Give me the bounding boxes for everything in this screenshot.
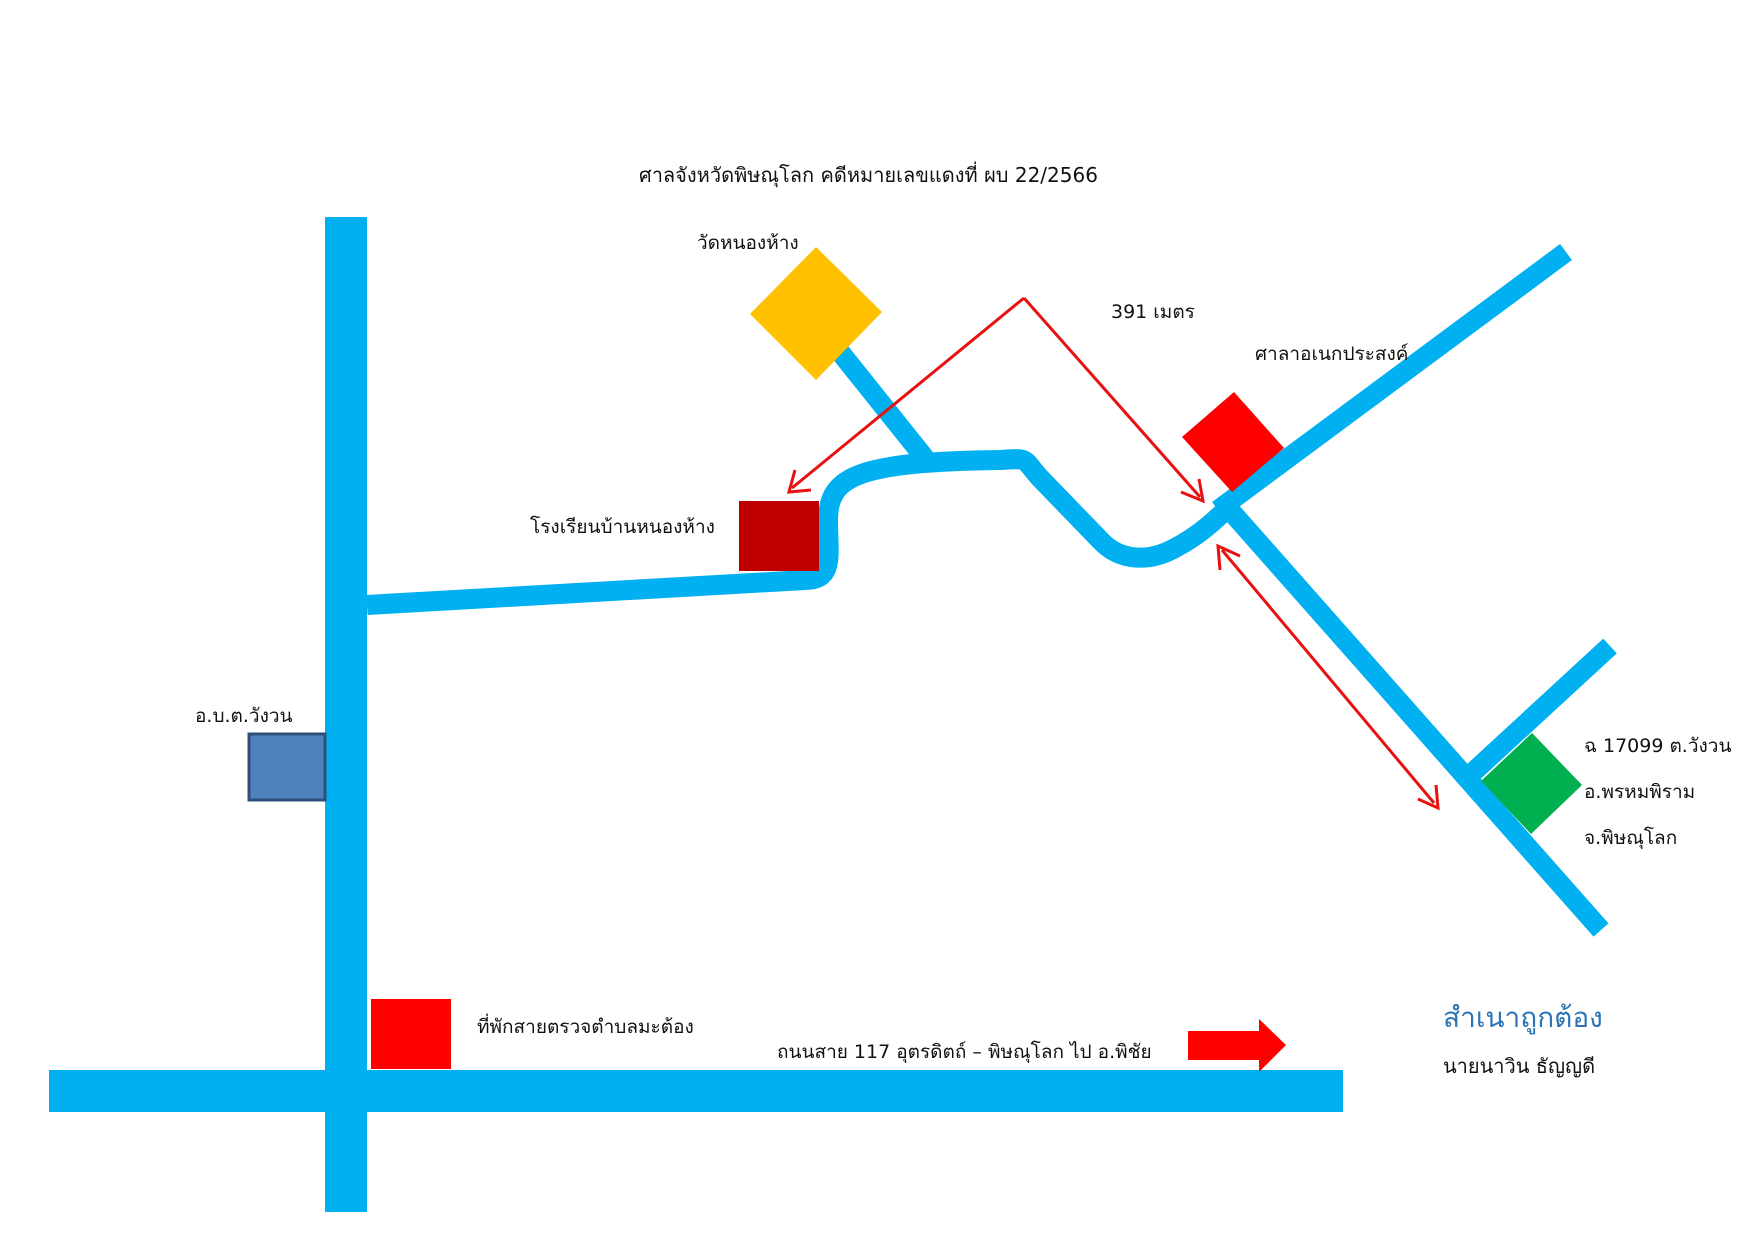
- roads: [49, 217, 1617, 1212]
- temple-marker: [750, 247, 882, 380]
- arrow-head-school: [786, 469, 812, 494]
- certified-copy-text: สำเนาถูกต้อง: [1443, 1001, 1603, 1034]
- road-to-temple: [832, 345, 936, 469]
- label-deed-line-3: จ.พิษณุโลก: [1584, 827, 1678, 849]
- arrow-double-along-road: [1220, 549, 1436, 804]
- distance-arrows: [786, 296, 1440, 811]
- pavilion-marker: [1182, 392, 1284, 492]
- property-marker: [1481, 733, 1582, 834]
- label-temple: วัดหนองห้าง: [697, 232, 799, 254]
- direction-arrow-icon: [1188, 1019, 1286, 1072]
- label-distance: 391 เมตร: [1111, 301, 1195, 323]
- label-pavilion: ศาลาอเนกประสงค์: [1255, 343, 1409, 365]
- label-highway: ถนนสาย 117 อุตรดิตถ์ – พิษณุโลก ไป อ.พิช…: [777, 1041, 1152, 1063]
- label-deed-line-2: อ.พรหมพิราม: [1584, 781, 1696, 803]
- obt-office-marker: [247, 732, 327, 802]
- arrow-to-pavilion: [1022, 297, 1202, 498]
- road-property-branch: [1463, 638, 1617, 783]
- school-marker: [739, 501, 819, 571]
- map-title: ศาลจังหวัดพิษณุโลก คดีหมายเลขแดงที่ ผบ 2…: [639, 163, 1098, 187]
- arrow-head-double-start: [1216, 543, 1241, 571]
- road-village: [366, 449, 1235, 615]
- label-obt: อ.บ.ต.วังวน: [195, 705, 293, 727]
- label-school: โรงเรียนบ้านหนองห้าง: [530, 516, 715, 538]
- checkpoint-marker: [371, 999, 451, 1069]
- label-deed-line-1: ฉ 17099 ต.วังวน: [1584, 735, 1732, 757]
- arrow-head-double-end: [1417, 784, 1440, 811]
- arrow-head-pavilion: [1180, 478, 1205, 504]
- arrow-to-school: [791, 296, 1025, 490]
- road-northeast: [1212, 243, 1572, 519]
- label-checkpoint: ที่พักสายตรวจตำบลมะต้อง: [477, 1016, 694, 1038]
- road-southeast: [1220, 501, 1609, 937]
- signer-name: นายนาวิน ธัญญดี: [1443, 1054, 1596, 1078]
